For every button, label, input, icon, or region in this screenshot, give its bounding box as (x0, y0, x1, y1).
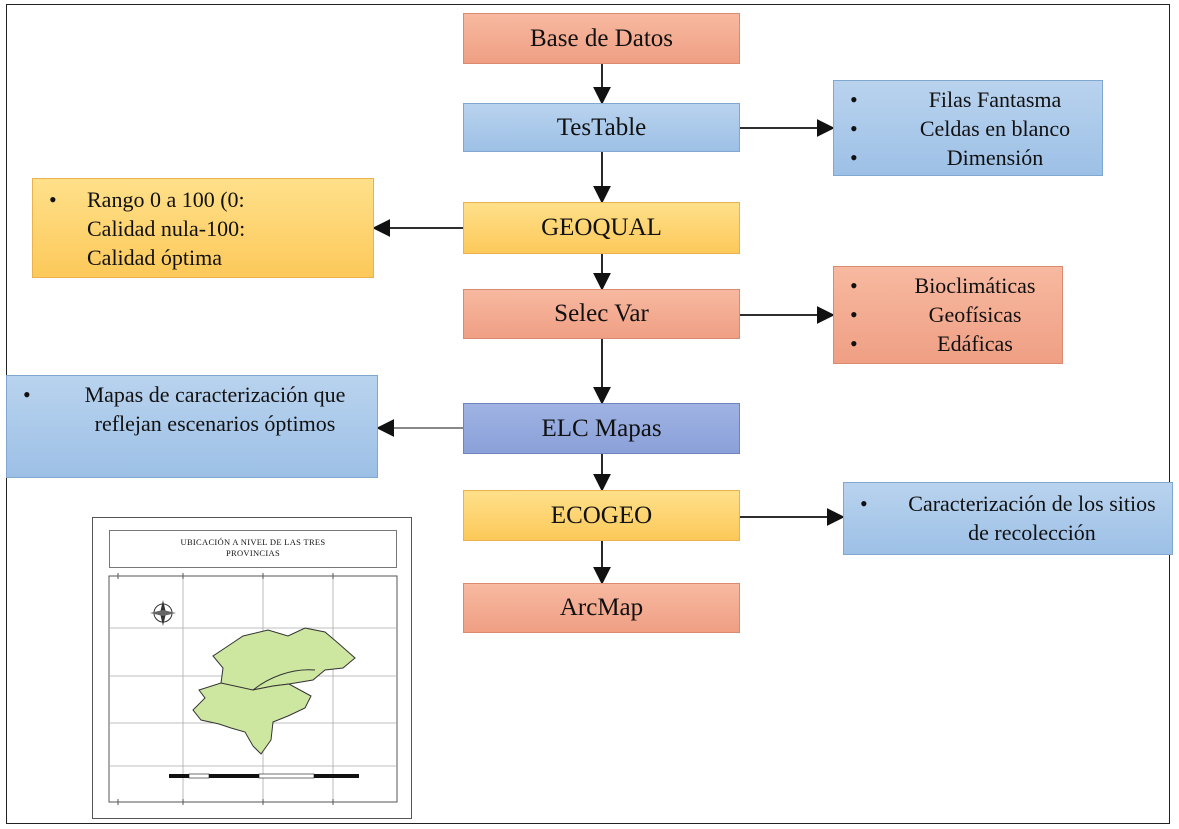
note-item: Rango 0 a 100 (0: Calidad nula-100: Cali… (33, 185, 373, 272)
map-title-line: PROVINCIAS (225, 548, 280, 558)
scale-bar (169, 773, 359, 779)
map-title-line: UBICACIÓN A NIVEL DE LAS TRES (180, 537, 326, 547)
node-label: GEOQUAL (541, 214, 662, 241)
note-elc-mapas: Mapas de caracterización que reflejan es… (6, 375, 378, 478)
node-label: Base de Datos (529, 24, 674, 52)
node-geoqual: GEOQUAL (463, 202, 740, 254)
node-selec-var: Selec Var (463, 289, 740, 339)
note-testable: Filas Fantasma Celdas en blanco Dimensió… (833, 80, 1103, 176)
note-item: Mapas de caracterización que reflejan es… (7, 380, 377, 438)
node-base-de-datos: Base de Datos (463, 13, 740, 64)
node-elc-mapas: ELC Mapas (463, 403, 740, 454)
node-ecogeo: ECOGEO (463, 490, 740, 541)
note-geoqual: Rango 0 a 100 (0: Calidad nula-100: Cali… (32, 178, 374, 278)
node-arcmap: ArcMap (463, 583, 740, 633)
note-item: Caracterización de los sitios de recolec… (844, 489, 1172, 547)
note-item: Bioclimáticas (834, 271, 1062, 300)
compass-icon (150, 600, 176, 626)
node-label: ELC Mapas (541, 414, 662, 442)
provinces-region (192, 627, 356, 755)
map-title: UBICACIÓN A NIVEL DE LAS TRES PROVINCIAS (109, 530, 397, 568)
node-label: ArcMap (559, 594, 644, 621)
location-map: UBICACIÓN A NIVEL DE LAS TRES PROVINCIAS (92, 517, 412, 819)
note-selec-var: Bioclimáticas Geofísicas Edáficas (833, 266, 1063, 364)
note-item: Edáficas (834, 329, 1062, 358)
note-ecogeo: Caracterización de los sitios de recolec… (843, 482, 1173, 555)
node-label: TesTable (556, 113, 647, 141)
map-graphic (108, 573, 398, 805)
note-item: Filas Fantasma (834, 85, 1102, 114)
note-item: Celdas en blanco (834, 114, 1102, 143)
note-item: Geofísicas (834, 300, 1062, 329)
node-label: Selec Var (554, 300, 649, 327)
node-testable: TesTable (463, 103, 740, 152)
node-label: ECOGEO (550, 501, 653, 529)
note-item: Dimensión (834, 143, 1102, 172)
